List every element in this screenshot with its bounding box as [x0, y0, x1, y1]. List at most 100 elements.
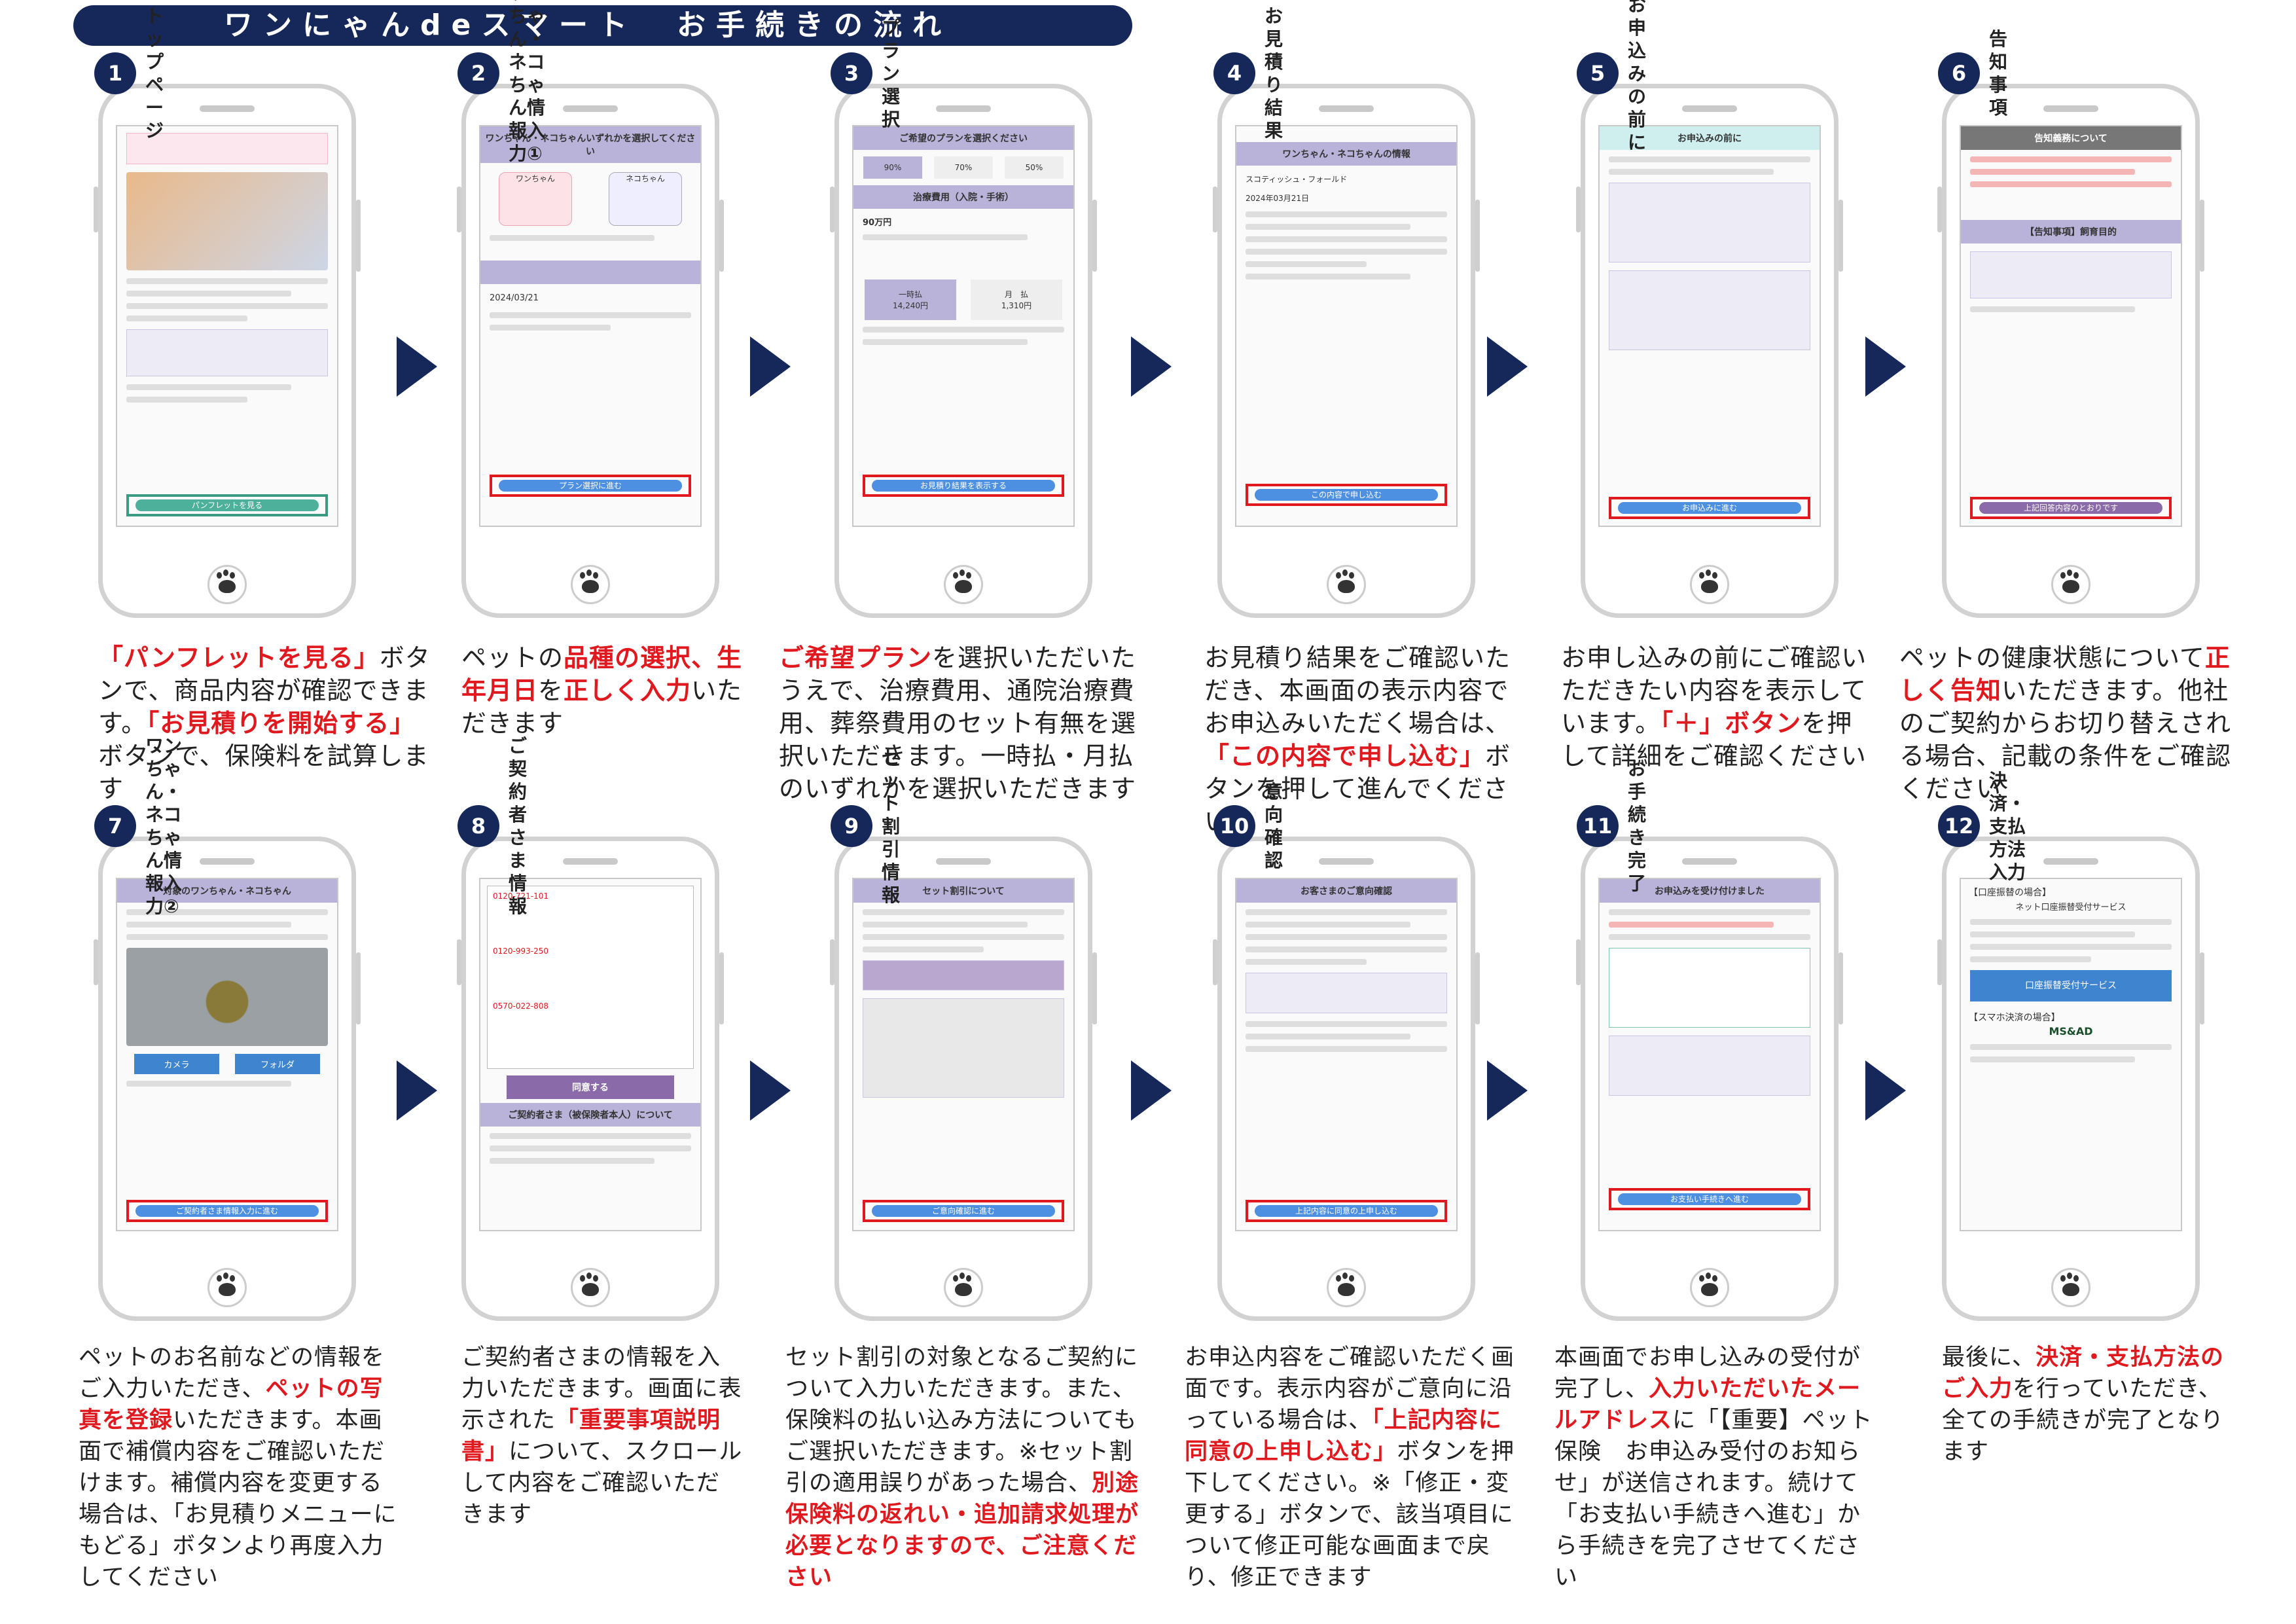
plan-50-option[interactable]: 50% [1005, 156, 1064, 179]
description-text: を行っていただき、全ての手続きが完了となります [1942, 1376, 2224, 1465]
payment-notice-box [1609, 1036, 1810, 1096]
notice-box [1609, 948, 1810, 1028]
yes-no-options[interactable] [1246, 973, 1447, 1013]
intent-confirm-button[interactable]: ご意向確認に進む [863, 1200, 1064, 1222]
description-text: ボタンを押して進んでください [1204, 742, 1511, 836]
description-text: セット割引の対象となるご契約について入力いただきます。また、保険料の払い込み方法… [785, 1344, 1138, 1496]
confirm-answers-button[interactable]: 上記回答内容のとおりです [1970, 497, 2172, 519]
paw-home-button [1690, 1268, 1729, 1307]
phone-mockup: お客さまのご意向確認 上記内容に同意の上申し込む [1213, 837, 1480, 1321]
description-text: 本画面でお申し込みの受付が完了し、 [1554, 1344, 1861, 1402]
text-line [1970, 1044, 2172, 1050]
phone-screen: 【口座振替の場合】 ネット口座振替受付サービス 口座振替受付サービス 【スマホ決… [1960, 878, 2182, 1231]
screen-heading: ご希望のプランを選択ください [853, 126, 1073, 150]
contractor-info-button-label: ご契約者さま情報入力に進む [135, 1205, 319, 1217]
text-line [1609, 156, 1810, 162]
text-line [1970, 956, 2091, 962]
highlight-text: 品種の選択、生年月日 [461, 643, 743, 705]
step-title: お申込みの前に [1628, 0, 1647, 153]
important-document-scroll[interactable]: 0120-721-101 0120-993-250 0570-022-808 [487, 886, 694, 1069]
phone-mockup: セット割引について ご意向確認に進む [830, 837, 1097, 1321]
phone-mockup: ワンちゃん・ネコちゃんいずれかを選択してください ワンちゃん ネコちゃん 202… [457, 84, 724, 618]
highlight-text: ペットの写真を登録 [79, 1376, 384, 1434]
proceed-apply-button[interactable]: お申込みに進む [1609, 497, 1810, 519]
text-line [1246, 1021, 1447, 1027]
flow-arrow-icon [1131, 336, 1172, 397]
paw-home-button [944, 1268, 983, 1307]
warning-line [1970, 181, 2172, 187]
step-number-badge: 12 [1938, 805, 1980, 847]
phone-speaker [563, 858, 618, 865]
highlight-text: 「パンフレットを見る」 [98, 643, 380, 672]
flow-arrow-icon [750, 336, 791, 397]
phone-mockup: ワンちゃん・ネコちゃんの情報 スコティッシュ・フォールド 2024年03月21日… [1213, 84, 1480, 618]
pamphlet-button[interactable]: パンフレットを見る [126, 494, 328, 516]
show-quote-button-label: お見積り結果を表示する [872, 480, 1055, 492]
dog-option[interactable]: ワンちゃん [499, 172, 572, 226]
description-text: を選択いただいたうえで、治療費用、通院治療費用、葬祭費用のセット有無を選択いただ… [779, 643, 1137, 803]
show-quote-button[interactable]: お見積り結果を表示する [863, 475, 1064, 497]
cat-option[interactable]: ネコちゃん [609, 172, 682, 226]
folder-button[interactable]: フォルダ [235, 1054, 320, 1074]
paw-home-button [1327, 565, 1366, 604]
screen-heading: 対象のワンちゃん・ネコちゃん [117, 879, 337, 903]
plan-70-option[interactable]: 70% [934, 156, 993, 179]
phone-screen: お客さまのご意向確認 上記内容に同意の上申し込む [1235, 878, 1458, 1231]
step-title: 意向確認 [1265, 781, 1283, 871]
camera-button[interactable]: カメラ [134, 1054, 219, 1074]
text-line [1246, 947, 1447, 952]
text-line [126, 278, 328, 284]
text-line [1609, 909, 1810, 915]
plan-select-button[interactable]: プラン選択に進む [490, 475, 691, 497]
step-description: お見積り結果をご確認いただき、本画面の表示内容でお申込みいただく場合は、「この内… [1204, 641, 1518, 838]
input-field[interactable] [490, 1133, 691, 1139]
phone-mockup: 対象のワンちゃん・ネコちゃん カメラ フォルダ ご契約者さま情報入力に進む [94, 837, 361, 1321]
phone-mockup: ご希望のプランを選択ください 90% 70% 50% 治療費用（入院・手術） 9… [830, 84, 1097, 618]
apply-button[interactable]: この内容で申し込む [1246, 484, 1447, 506]
phone-speaker [1682, 105, 1737, 112]
text-line [863, 339, 1028, 345]
phone-speaker [2043, 105, 2098, 112]
step-title: お見積り結果 [1265, 5, 1283, 141]
flow-arrow-icon [397, 336, 437, 397]
text-line [490, 235, 655, 241]
highlight-text: 正しく入力 [564, 676, 692, 705]
payment-method-options[interactable] [863, 998, 1064, 1098]
phone-mockup: 【口座振替の場合】 ネット口座振替受付サービス 口座振替受付サービス 【スマホ決… [1937, 837, 2204, 1321]
plan-select-button-label: プラン選択に進む [499, 480, 682, 492]
text-line [126, 1081, 291, 1087]
paw-home-button [207, 565, 247, 604]
step-description: セット割引の対象となるご契約について入力いただきます。また、保険料の払い込み方法… [785, 1342, 1152, 1593]
agree-apply-button[interactable]: 上記内容に同意の上申し込む [1246, 1200, 1447, 1222]
phone-screen: 対象のワンちゃん・ネコちゃん カメラ フォルダ ご契約者さま情報入力に進む [116, 878, 338, 1231]
text-line [863, 922, 1028, 928]
text-line [1246, 1034, 1410, 1039]
flow-arrow-icon [750, 1060, 791, 1121]
purpose-options[interactable] [1970, 251, 2172, 298]
step-description: 本画面でお申し込みの受付が完了し、入力いただいたメールアドレスに「【重要】ペット… [1554, 1342, 1875, 1593]
text-line [1246, 211, 1447, 217]
text-line [1246, 261, 1367, 267]
expandable-section[interactable] [1609, 183, 1810, 262]
step-number-badge: 3 [831, 52, 872, 94]
step-description: ペットのお名前などの情報をご入力いただき、ペットの写真を登録いただきます。本画面… [79, 1342, 406, 1593]
step-title: プラン選択 [882, 17, 901, 130]
input-field[interactable] [490, 1158, 655, 1164]
description-text: に「【重要】ペット保険 お申込み受付のお知らせ」が送信されます。続けて「お支払い… [1554, 1407, 1873, 1591]
description-text: を押して詳細をご確認ください [1561, 709, 1867, 770]
flow-arrow-icon [397, 1060, 437, 1121]
plan-90-option[interactable]: 90% [863, 156, 922, 179]
join-option[interactable] [863, 960, 1064, 990]
contractor-info-button[interactable]: ご契約者さま情報入力に進む [126, 1200, 328, 1222]
input-field[interactable] [490, 1146, 691, 1151]
step-number-badge: 9 [831, 805, 872, 847]
account-transfer-button[interactable]: 口座振替受付サービス [1970, 970, 2172, 1001]
phone-speaker [1319, 858, 1374, 865]
agree-button[interactable]: 同意する [507, 1075, 674, 1099]
text-line [126, 397, 247, 403]
proceed-payment-button[interactable]: お支払い手続きへ進む [1609, 1188, 1810, 1210]
screen-heading: お申込みを受け付けました [1600, 879, 1820, 903]
expandable-section[interactable] [1609, 270, 1810, 350]
